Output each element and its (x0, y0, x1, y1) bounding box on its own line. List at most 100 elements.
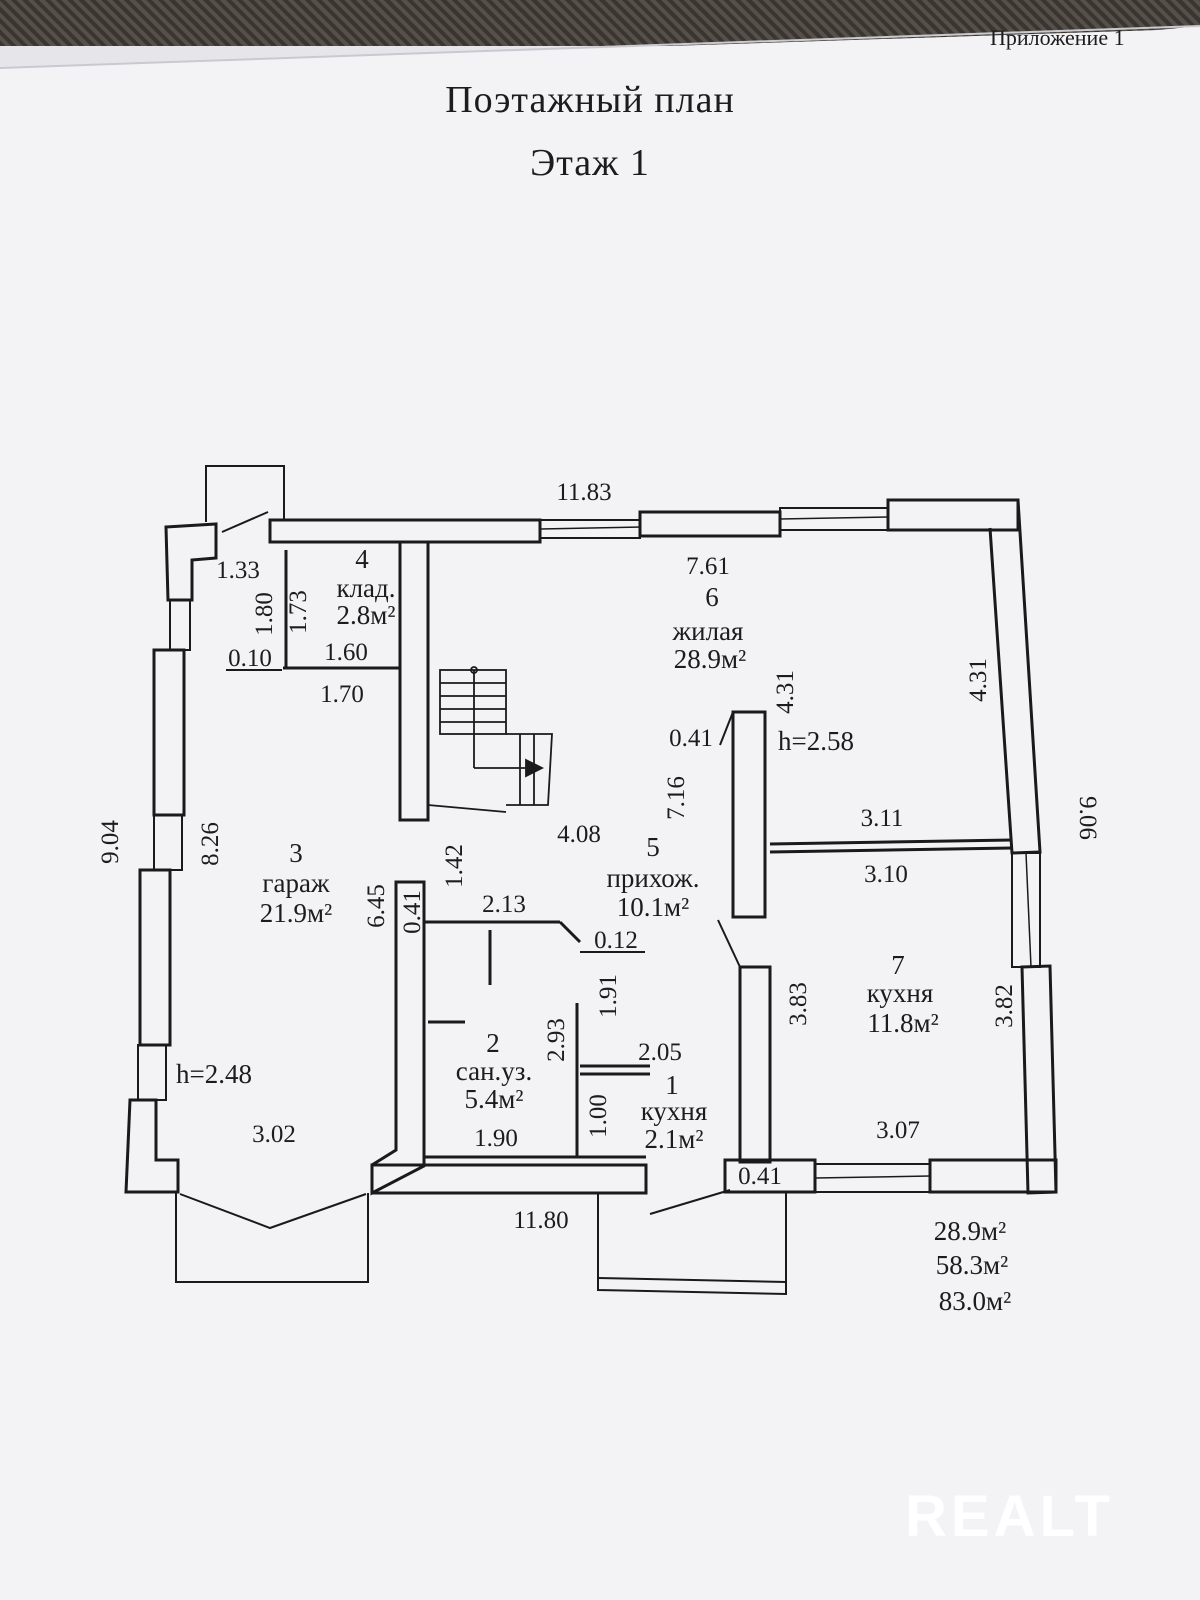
dim-bath-h1: 1.91 (595, 974, 622, 1018)
dim-bath-wall: 0.41 (399, 890, 426, 934)
dim-small-kitchen-w: 2.05 (638, 1039, 682, 1066)
walls (124, 498, 1058, 1196)
bath-wall-top-step (558, 920, 582, 944)
dim-garage-bottom: 3.02 (252, 1121, 296, 1148)
dim-kitchen-h-left: 3.83 (785, 982, 812, 1026)
room-7-number: 7 (891, 950, 905, 980)
porch-garage (175, 1192, 369, 1283)
window-bottom-right-line (814, 1175, 931, 1179)
partition-living-kitchen-2 (769, 846, 1013, 854)
door-swing-hall (717, 919, 741, 968)
room-6-name: жилая (672, 616, 744, 646)
room-1-area: 2.1м² (645, 1124, 704, 1154)
dim-pantry-h1: 1.80 (251, 592, 278, 636)
wall-garage-right-upper (398, 540, 430, 822)
room-5-area: 10.1м² (617, 892, 689, 922)
ceiling-height-living: h=2.58 (778, 726, 854, 756)
dimensions-horizontal: 11.83 11.80 1.33 0.10 1.60 1.70 7.61 0.4… (216, 479, 920, 1234)
floor-label: Этаж 1 (530, 142, 650, 184)
total-auxiliary-area: 58.3м² (936, 1250, 1008, 1280)
dim-living-h-right: 4.31 (965, 658, 992, 702)
staircase (427, 666, 553, 813)
partition-living-kitchen (769, 838, 1013, 846)
dim-pantry-w2: 1.70 (320, 681, 364, 708)
appendix-label: Приложение 1 (990, 25, 1125, 50)
dim-garage-inner-height: 8.26 (197, 822, 224, 866)
dim-bath-step: 0.12 (594, 927, 638, 954)
dim-bottom-overall: 11.80 (513, 1207, 568, 1234)
dim-kitchen-top1: 3.11 (861, 805, 904, 832)
dim-kitchen-h-right: 3.82 (991, 984, 1018, 1028)
pantry-door-line (221, 511, 269, 533)
dim-small-kitchen-h: 1.00 (585, 1094, 612, 1138)
dim-bath-top: 2.13 (482, 891, 526, 918)
window-top-2-line (779, 516, 889, 520)
room-1-number: 1 (665, 1070, 679, 1100)
entrance-door (649, 1189, 731, 1215)
paper-edge (0, 25, 1200, 69)
porch-entrance-step (597, 1277, 787, 1283)
stair-upper-flight (439, 669, 507, 735)
area-totals: 28.9м² 58.3м² 83.0м² (934, 1216, 1011, 1316)
paper-sheet (0, 26, 1200, 1600)
bay-window-lines (179, 1193, 367, 1230)
dim-living-h-left: 4.31 (772, 670, 799, 714)
room-3-name: гараж (262, 868, 330, 898)
wall-column-center (731, 710, 767, 919)
total-living-area: 28.9м² (934, 1216, 1006, 1246)
door-swing-column (719, 711, 734, 746)
dim-garage-wall: 6.45 (363, 884, 390, 928)
porch-top-left (205, 465, 285, 522)
room-4-name: клад. (336, 573, 395, 603)
room-2-number: 2 (486, 1028, 500, 1058)
room-5-number: 5 (646, 832, 660, 862)
dim-pantry-wall: 0.10 (228, 645, 272, 672)
stair-base (427, 804, 507, 813)
dim-pantry-w1: 1.60 (324, 639, 368, 666)
wall-left-bottom (124, 1098, 180, 1194)
room-labels: 4 клад. 2.8м² 6 жилая 28.9м² 3 гараж 21.… (260, 544, 939, 1154)
realt-watermark: REALT (905, 1484, 1114, 1549)
room-2-name: сан.уз. (456, 1056, 532, 1086)
dim-kitchen-bottom: 3.07 (876, 1117, 920, 1144)
plan-title: Поэтажный план (445, 79, 735, 121)
window-right-line (1025, 852, 1032, 968)
interior-lines (175, 465, 787, 1296)
room-4-area: 2.8м² (337, 600, 396, 630)
window-top-1-line (539, 526, 641, 530)
dim-hall-h: 7.16 (663, 776, 690, 820)
room-6-number: 6 (705, 582, 719, 612)
dim-wall-bottom: 0.41 (738, 1163, 782, 1190)
room-7-area: 11.8м² (867, 1008, 938, 1038)
dim-pantry-h2: 1.73 (285, 590, 312, 634)
dim-living-top: 7.61 (686, 553, 730, 580)
room-3-area: 21.9м² (260, 898, 332, 928)
ceiling-height-garage: h=2.48 (176, 1059, 252, 1089)
stair-start-dot (470, 666, 478, 674)
dim-pantry-top: 1.33 (216, 557, 260, 584)
wall-garage-right-lower (370, 880, 426, 1196)
window-left-top (169, 599, 191, 651)
stair-arrow (525, 758, 545, 778)
room-2-area: 5.4м² (465, 1084, 524, 1114)
room-5-name: прихож. (606, 863, 699, 893)
wall-left-top (164, 522, 218, 602)
dim-top-overall: 11.83 (556, 479, 611, 506)
total-area: 83.0м² (939, 1286, 1011, 1316)
room-7-name: кухня (867, 978, 934, 1008)
dim-bath-bottom: 1.90 (474, 1125, 518, 1152)
wall-kitchen-left (738, 965, 772, 1164)
dim-kitchen-top2: 3.10 (864, 861, 908, 888)
room-1-name: кухня (641, 1096, 708, 1126)
dim-right-overall: 9.06 (1074, 796, 1101, 840)
porch-entrance (597, 1193, 787, 1296)
dim-column-w: 0.41 (669, 725, 713, 752)
dimensions-vertical: 9.04 9.06 8.26 1.80 1.73 6.45 0.41 1.42 … (97, 590, 1101, 1138)
dim-bath-h2: 2.93 (543, 1018, 570, 1062)
room-4-number: 4 (355, 544, 369, 574)
room-3-number: 3 (289, 838, 303, 868)
dim-hall-w: 4.08 (557, 821, 601, 848)
dim-left-overall: 9.04 (97, 820, 124, 864)
